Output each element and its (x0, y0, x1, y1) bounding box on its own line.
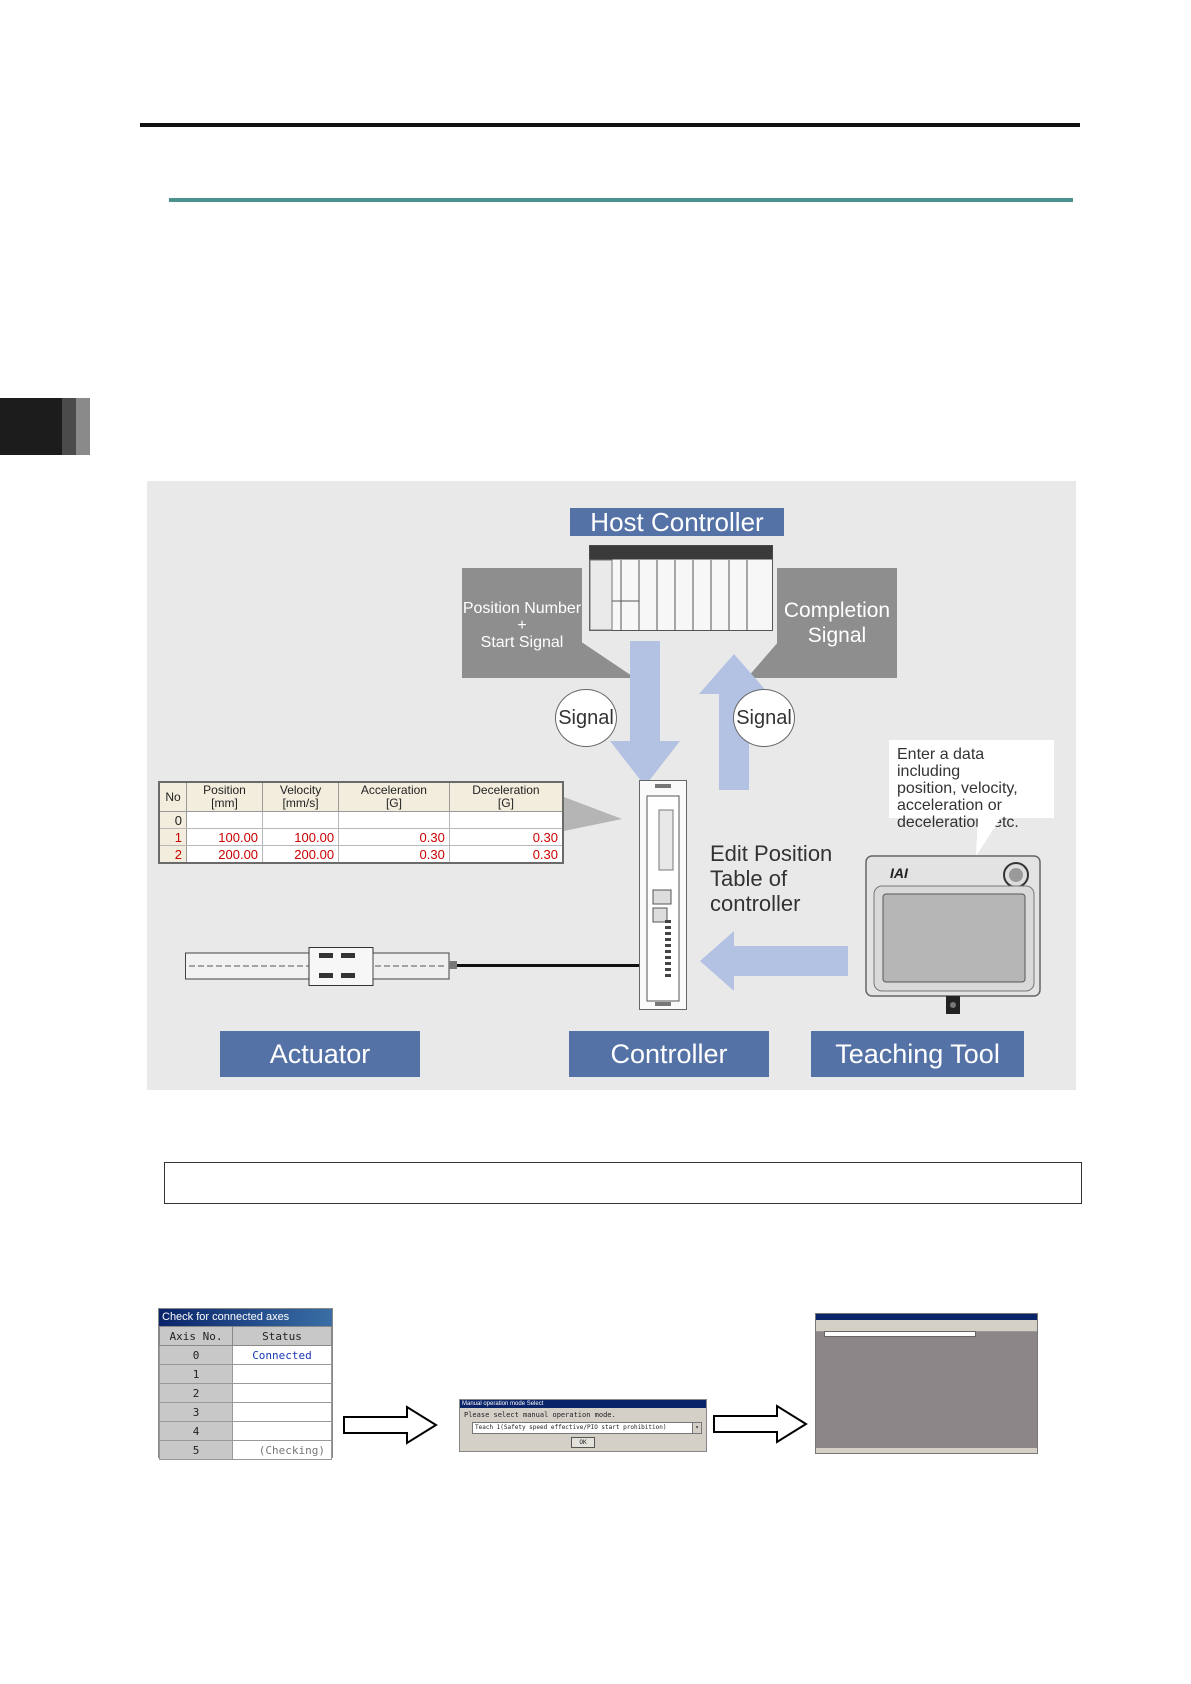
teaching-tool-note: Enter a data including position, velocit… (889, 740, 1054, 831)
plc-image (589, 545, 773, 631)
controller-label: Controller (569, 1031, 769, 1077)
col-axis-no: Axis No. (159, 1326, 233, 1346)
chevron-down-icon[interactable]: ▾ (692, 1423, 701, 1433)
manual-mode-select[interactable]: Teach 1(Safety speed effective/PIO start… (472, 1422, 702, 1434)
right-callout-pointer (747, 641, 779, 678)
col-no: No (158, 781, 187, 812)
col-acceleration: Acceleration[G] (338, 781, 450, 812)
teaching-tool-image (865, 855, 1041, 1014)
teaching-tool-brand: IAI (890, 865, 908, 881)
menu-bar (816, 1320, 1037, 1325)
controller-image (639, 780, 687, 1010)
col-position: Position[mm] (185, 781, 264, 812)
flow-arrow-1 (343, 1405, 438, 1445)
toolbar-field (824, 1331, 976, 1337)
window-title: Manual operation mode Select (460, 1400, 706, 1408)
table-row: 1 (159, 1364, 332, 1384)
flow-arrow-2 (713, 1404, 808, 1444)
actuator-cable (457, 964, 639, 967)
connected-axes-window: Check for connected axes Axis No. Status… (158, 1308, 333, 1460)
note-pointer (976, 816, 1002, 856)
table-row: 1 100.00 100.00 0.30 0.30 (158, 828, 564, 846)
left-callout-pointer (580, 641, 635, 678)
col-velocity: Velocity[mm/s] (262, 781, 340, 812)
system-diagram: Host Controller Position Number + Start … (147, 481, 1076, 1090)
top-rule (140, 123, 1080, 127)
signal-bubble-right: Signal (733, 689, 795, 747)
manual-mode-message: Please select manual operation mode. (464, 1411, 616, 1419)
table-row: 2 (159, 1383, 332, 1403)
table-pointer (564, 797, 622, 831)
ok-button[interactable]: OK (571, 1437, 595, 1448)
position-start-callout: Position Number + Start Signal (462, 568, 582, 678)
table-row: 3 (159, 1402, 332, 1422)
window-titlebar (816, 1314, 1037, 1320)
signal-bubble-left: Signal (555, 689, 617, 747)
window-title: Check for connected axes (159, 1309, 332, 1326)
application-main-window (815, 1313, 1038, 1454)
section-rule (169, 198, 1073, 202)
status-bar (816, 1448, 1037, 1453)
position-table: No Position[mm] Velocity[mm/s] Accelerat… (158, 781, 564, 864)
table-row: 2 200.00 200.00 0.30 0.30 (158, 845, 564, 864)
completion-callout: Completion Signal (777, 568, 897, 678)
actuator-label: Actuator (220, 1031, 420, 1077)
empty-frame-box (164, 1162, 1082, 1204)
table-row: 0 (158, 811, 564, 829)
table-header-row: No Position[mm] Velocity[mm/s] Accelerat… (158, 781, 564, 812)
table-row: 4 (159, 1421, 332, 1441)
table-row: 5(Checking) (159, 1440, 332, 1460)
signal-arrow-down (610, 641, 680, 786)
actuator-image (185, 947, 457, 986)
edit-position-text: Edit Position Table of controller (710, 841, 833, 916)
col-deceleration: Deceleration[G] (448, 781, 564, 812)
table-header-row: Axis No. Status (159, 1326, 332, 1346)
manual-mode-window: Manual operation mode Select Please sele… (459, 1399, 707, 1452)
col-status: Status (232, 1326, 332, 1346)
edit-arrow-left (700, 931, 848, 991)
teaching-tool-label: Teaching Tool (811, 1031, 1024, 1077)
chapter-side-tab (0, 398, 90, 455)
host-controller-label: Host Controller (570, 508, 784, 536)
